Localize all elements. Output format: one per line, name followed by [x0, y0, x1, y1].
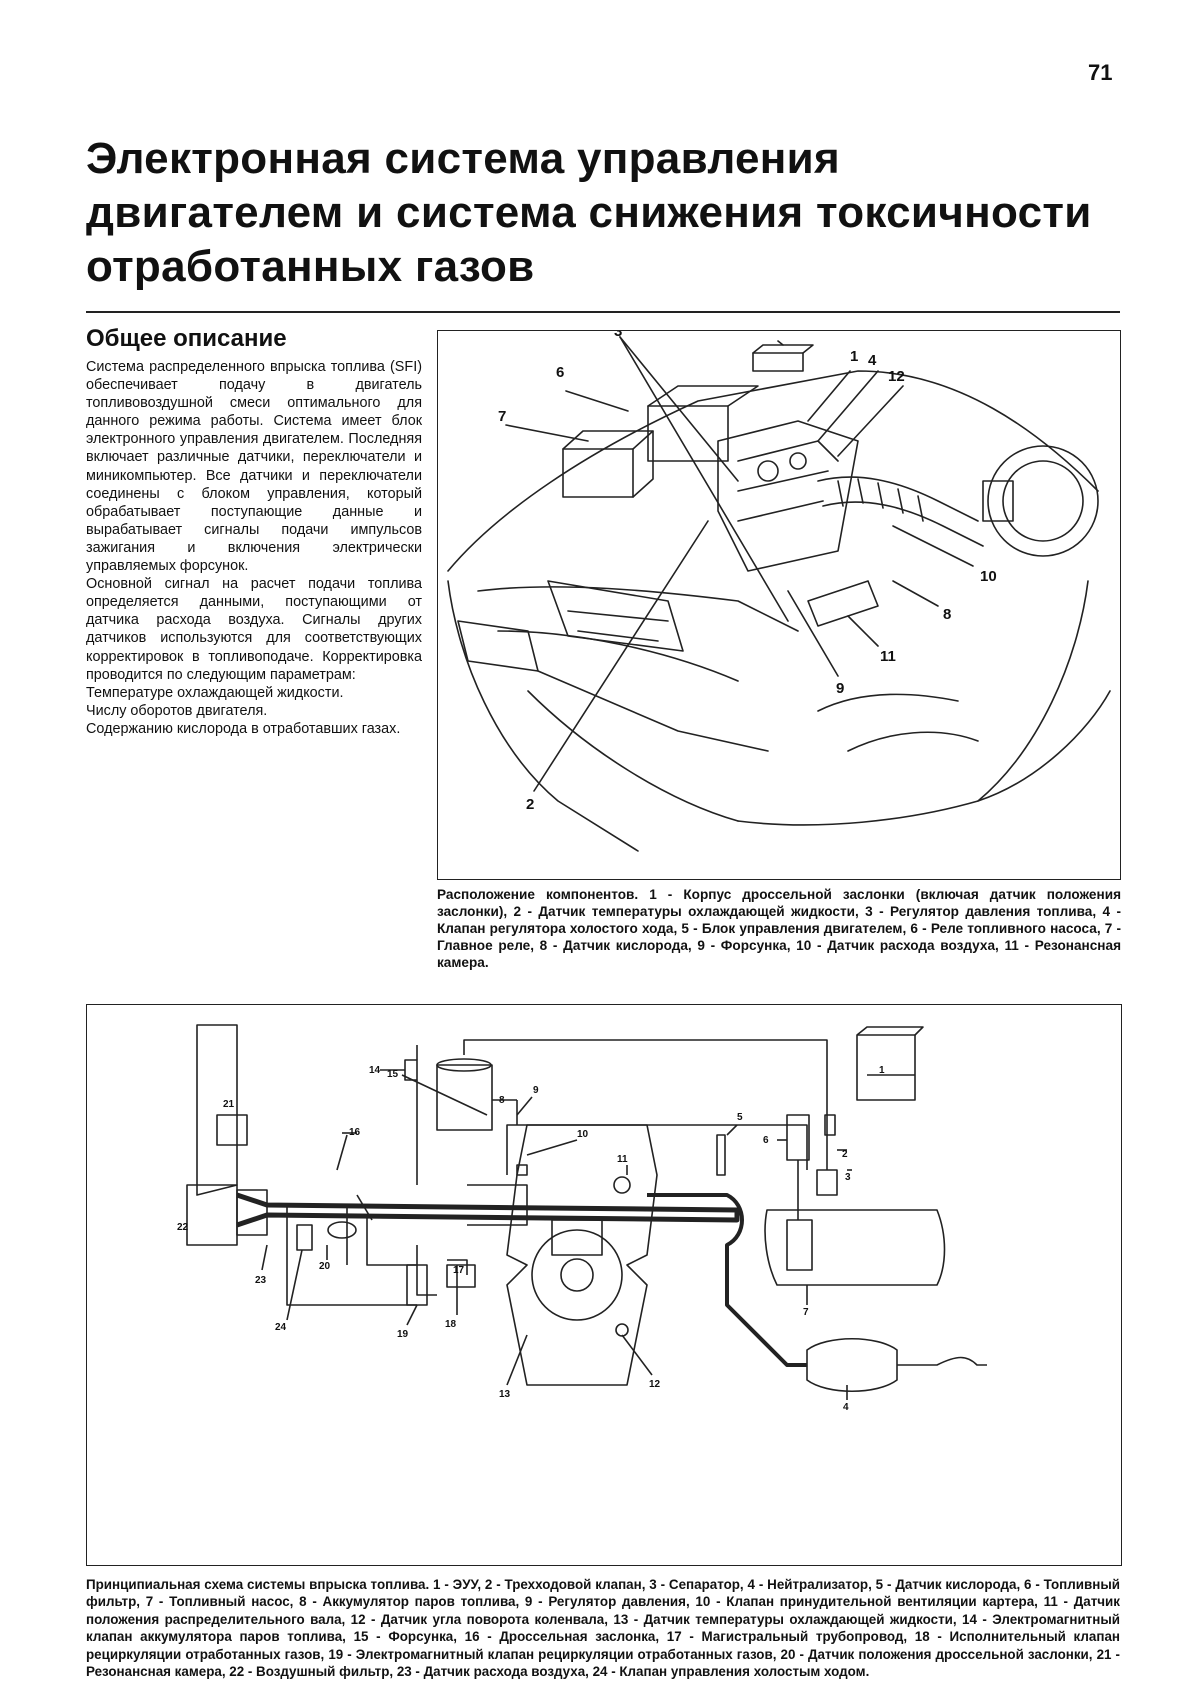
- figure2-caption: Принципиальная схема системы впрыска топ…: [86, 1577, 1120, 1680]
- callout-11: 11: [617, 1154, 628, 1165]
- callout-6: 6: [763, 1135, 769, 1146]
- engine-bay-drawing: 3 5 1 4 12 6 7 10 8 11 9 2: [447, 331, 1111, 852]
- intro-paragraph: Система распределенного впрыска топлива …: [86, 359, 422, 575]
- figure2-callouts: 1 2 3 4 5 6 7 8 9 10 11 12 13 14 15 16 1…: [177, 1065, 885, 1413]
- callout-19: 19: [397, 1329, 409, 1340]
- callout-4: 4: [868, 352, 877, 369]
- fender-line: [447, 580, 639, 852]
- schematic-drawing: 1 2 3 4 5 6 7 8 9 10 11 12 13 14 15 16 1…: [177, 1024, 987, 1413]
- callout-1: 1: [850, 348, 858, 365]
- page-title: Электронная система управления двигателе…: [86, 134, 1092, 291]
- callout-6: 6: [556, 364, 564, 381]
- callout-1: 1: [879, 1065, 885, 1076]
- callout-16: 16: [349, 1127, 361, 1138]
- page-number: 71: [1088, 60, 1113, 85]
- callout-11: 11: [880, 648, 896, 665]
- figure1-caption: Расположение компонентов. 1 - Корпус дро…: [437, 887, 1121, 970]
- callout-13: 13: [499, 1389, 511, 1400]
- callout-24: 24: [275, 1322, 287, 1333]
- intro-list-item: Содержанию кислорода в отработавших газа…: [86, 720, 401, 737]
- callout-18: 18: [445, 1319, 457, 1330]
- callout-3: 3: [845, 1172, 851, 1183]
- callout-5: 5: [737, 1112, 743, 1123]
- callout-10: 10: [980, 568, 997, 585]
- intro-paragraph: Основной сигнал на расчет подачи топлива…: [86, 576, 422, 683]
- section-heading: Общее описание: [86, 325, 287, 352]
- intro-list-item: Температуре охлаждающей жидкости.: [86, 684, 344, 701]
- callout-8: 8: [499, 1095, 505, 1106]
- callout-12: 12: [888, 368, 905, 385]
- callout-15: 15: [387, 1069, 399, 1080]
- callout-8: 8: [943, 606, 951, 623]
- callout-2: 2: [842, 1149, 848, 1160]
- callout-17: 17: [453, 1265, 465, 1276]
- callout-14: 14: [369, 1065, 381, 1076]
- title-rule: [86, 311, 1120, 313]
- callout-7: 7: [498, 408, 506, 425]
- callout-20: 20: [319, 1261, 331, 1272]
- callout-22: 22: [177, 1222, 189, 1233]
- figure1-callouts: 3 5 1 4 12 6 7 10 8 11 9 2: [498, 331, 997, 813]
- callout-2: 2: [526, 796, 534, 813]
- callout-12: 12: [649, 1379, 661, 1390]
- component-location-figure: 3 5 1 4 12 6 7 10 8 11 9 2: [437, 330, 1121, 880]
- callout-10: 10: [577, 1129, 589, 1140]
- callout-9: 9: [836, 680, 844, 697]
- callout-9: 9: [533, 1085, 539, 1096]
- callout-23: 23: [255, 1275, 267, 1286]
- fuel-injection-schematic: 1 2 3 4 5 6 7 8 9 10 11 12 13 14 15 16 1…: [86, 1004, 1122, 1566]
- callout-21: 21: [223, 1099, 235, 1110]
- callout-4: 4: [843, 1402, 849, 1413]
- intro-list-item: Числу оборотов двигателя.: [86, 702, 268, 719]
- intro-text: Система распределенного впрыска топлива …: [86, 358, 422, 738]
- hood-line: [447, 370, 1099, 572]
- callout-3: 3: [614, 331, 622, 340]
- callout-7: 7: [803, 1307, 809, 1318]
